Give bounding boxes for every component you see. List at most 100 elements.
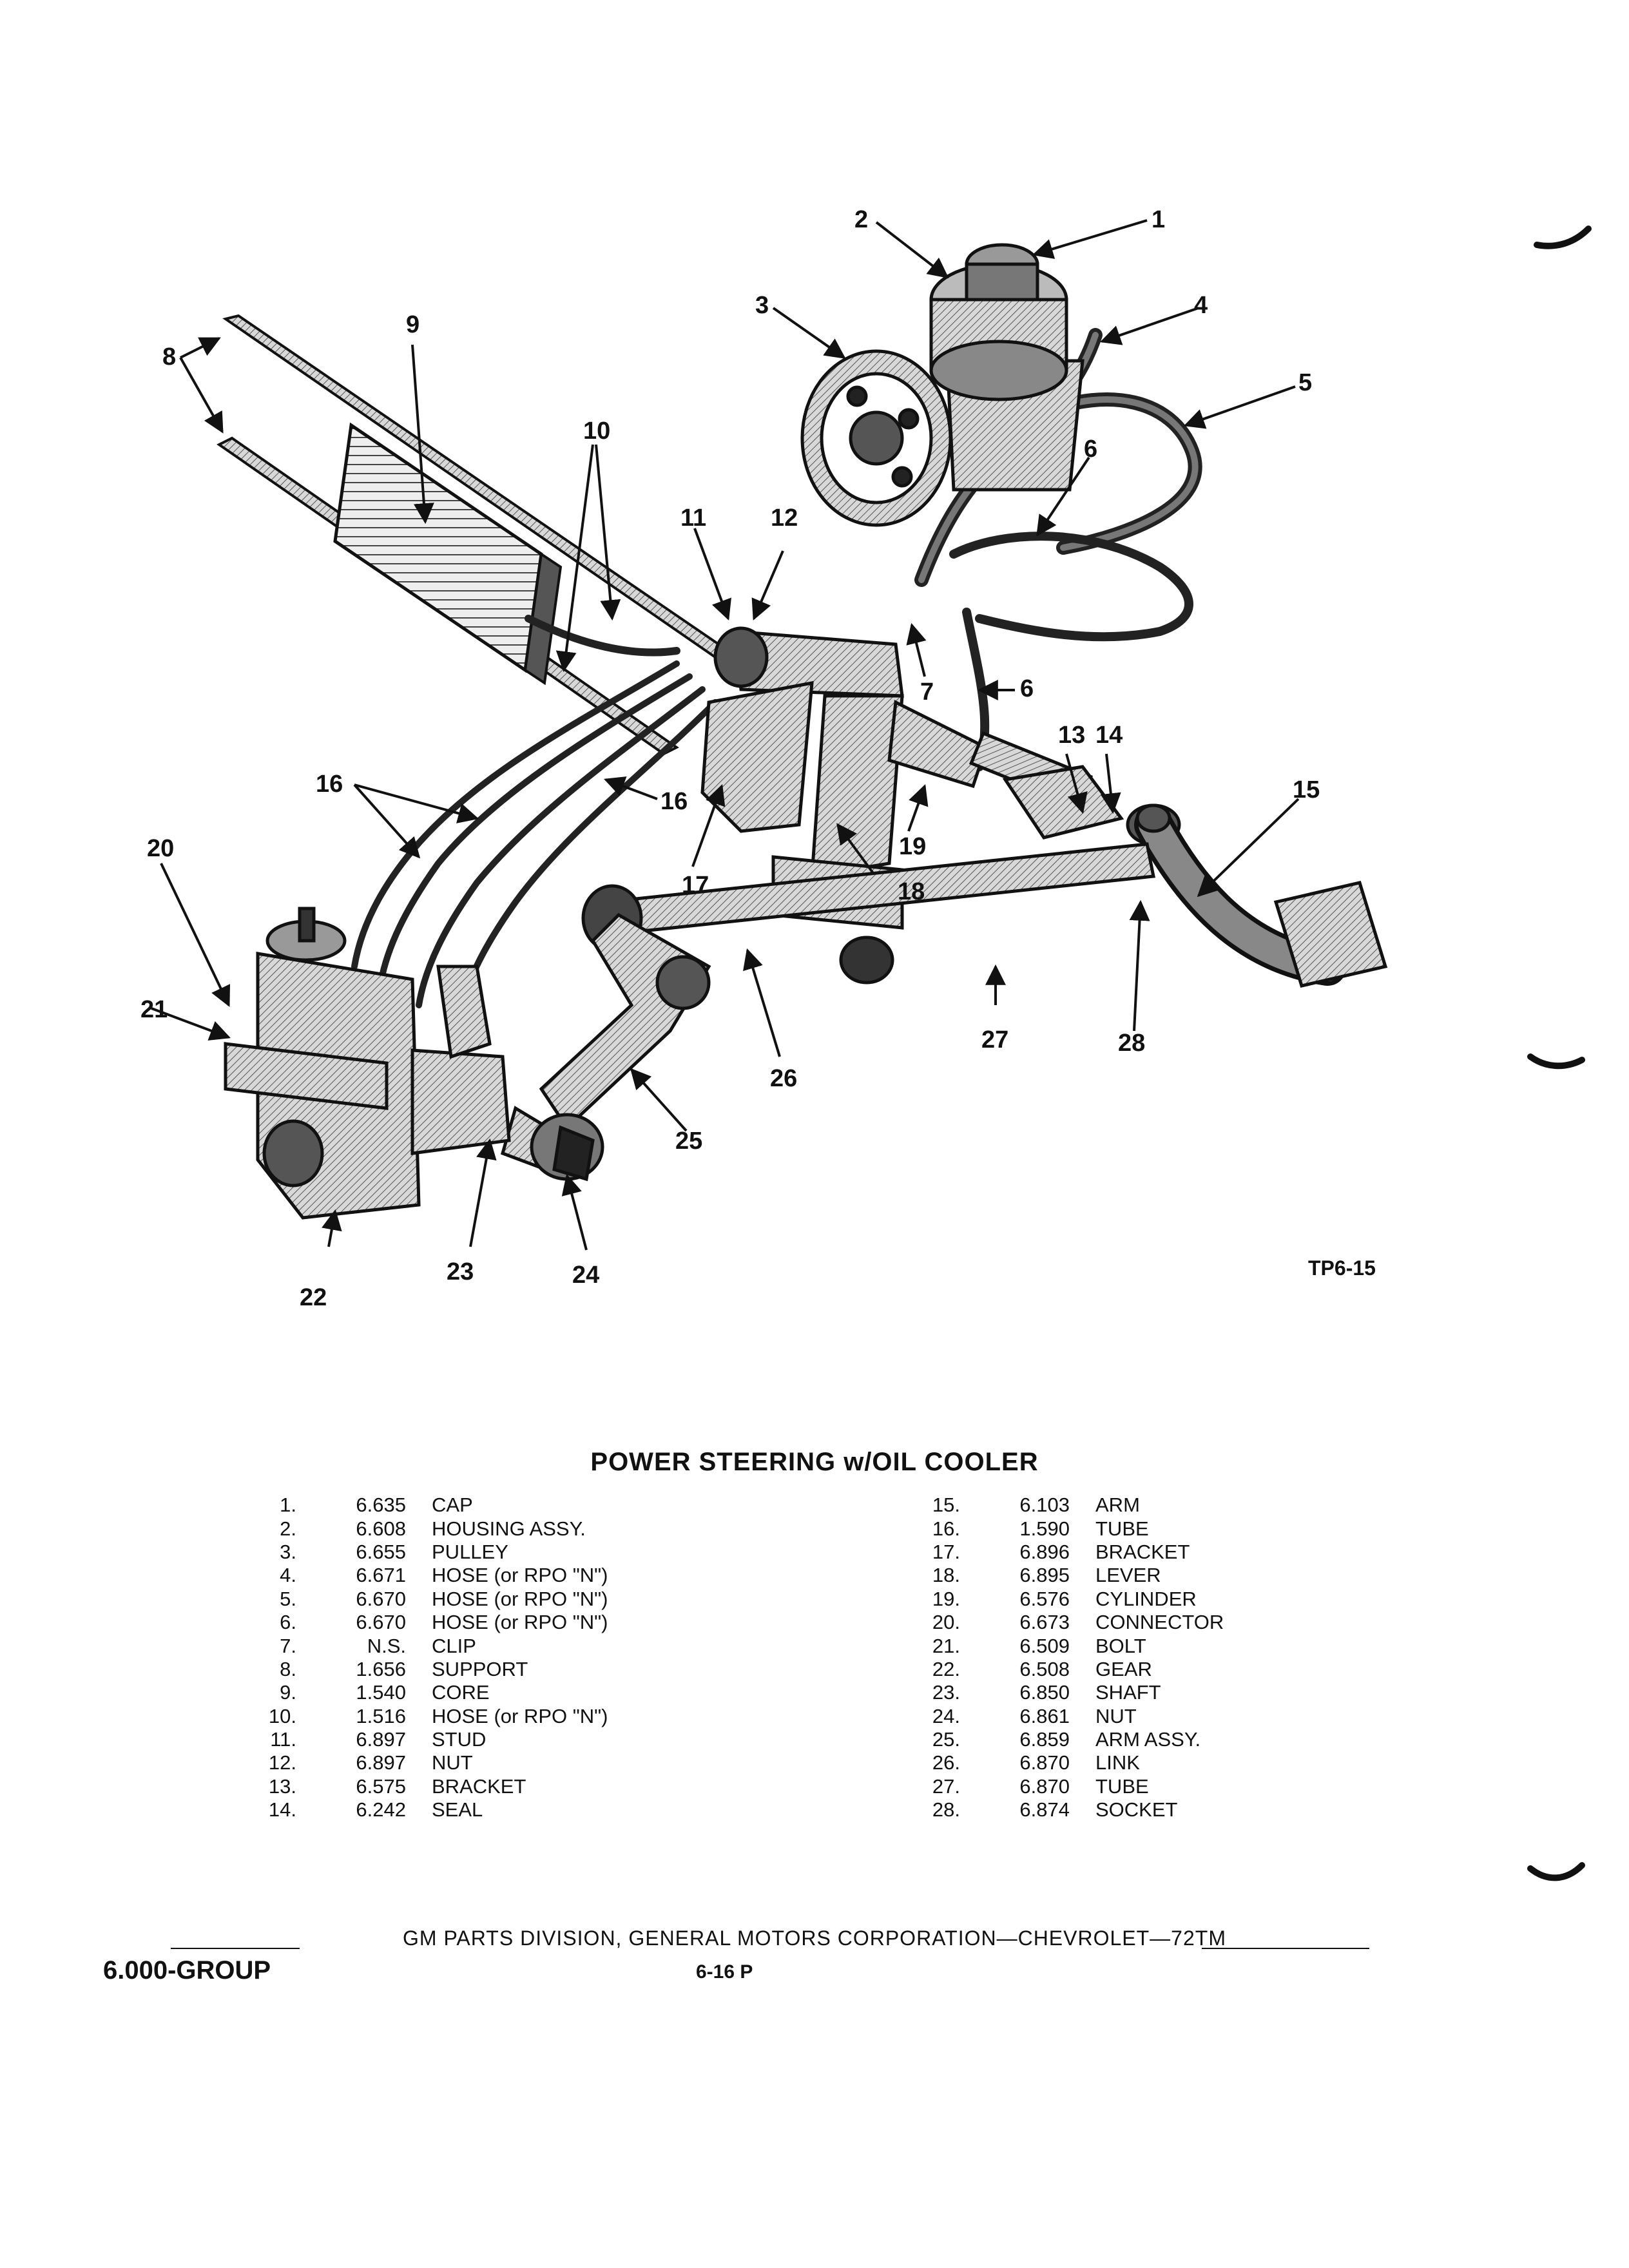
callout-20: 20	[147, 835, 175, 862]
publisher-line: GM PARTS DIVISION, GENERAL MOTORS CORPOR…	[403, 1927, 1226, 1950]
callout-17: 17	[682, 872, 709, 899]
item-number: 7.	[280, 1634, 296, 1657]
pump-assembly	[800, 243, 1084, 527]
callout-15: 15	[1293, 776, 1320, 803]
item-number: 26.	[932, 1751, 960, 1774]
item-number: 12.	[268, 1751, 296, 1774]
steering-gear	[224, 907, 604, 1220]
callout-18: 18	[898, 878, 925, 905]
item-number: 20.	[932, 1611, 960, 1634]
list-item: 7. N.S. CLIP	[245, 1634, 608, 1657]
group-code: 6.575	[356, 1774, 406, 1798]
group-code: 1.590	[1019, 1517, 1070, 1540]
part-name: NUT	[1095, 1704, 1137, 1727]
steering-arm	[1134, 803, 1388, 988]
group-code: 6.897	[356, 1751, 406, 1774]
part-name: PULLEY	[432, 1540, 508, 1563]
item-number: 19.	[932, 1587, 960, 1610]
list-item: 6. 6.670 HOSE (or RPO "N")	[245, 1611, 608, 1634]
item-number: 21.	[932, 1634, 960, 1657]
callout-9: 9	[406, 311, 420, 338]
callout-2: 2	[854, 206, 869, 233]
callout-3: 3	[755, 292, 769, 319]
part-name: CLIP	[432, 1634, 476, 1657]
item-number: 13.	[268, 1774, 296, 1798]
part-name: HOUSING ASSY.	[432, 1517, 586, 1540]
part-name: HOSE (or RPO "N")	[432, 1704, 608, 1727]
callout-23: 23	[447, 1258, 474, 1285]
part-name: STUD	[432, 1728, 487, 1751]
part-name: ARM	[1095, 1494, 1140, 1517]
group-code: 6.509	[1019, 1634, 1070, 1657]
callout-26: 26	[770, 1065, 798, 1092]
figure-code: TP6-15	[1308, 1256, 1376, 1280]
item-number: 25.	[932, 1728, 960, 1751]
margin-mark	[1527, 1862, 1585, 1881]
callout-27: 27	[981, 1026, 1009, 1053]
part-name: HOSE (or RPO "N")	[432, 1611, 608, 1634]
group-code: 6.870	[1019, 1751, 1070, 1774]
item-number: 4.	[280, 1564, 296, 1587]
part-name: LINK	[1095, 1751, 1140, 1774]
margin-mark	[1534, 226, 1592, 249]
item-number: 18.	[932, 1564, 960, 1587]
item-number: 22.	[932, 1657, 960, 1680]
part-name: HOSE (or RPO "N")	[432, 1587, 608, 1610]
callout-16-right: 16	[660, 788, 688, 815]
part-name: CONNECTOR	[1095, 1611, 1224, 1634]
callout-14: 14	[1095, 722, 1123, 749]
group-code: 6.870	[1019, 1774, 1070, 1798]
callout-16-left: 16	[316, 771, 343, 798]
list-item: 12. 6.897 NUT	[245, 1751, 608, 1774]
callout-11: 11	[680, 505, 707, 532]
callout-6-lower: 6	[1020, 675, 1034, 702]
footer-rule-right	[1202, 1948, 1369, 1949]
item-number: 23.	[932, 1681, 960, 1704]
group-code: 6.576	[1019, 1587, 1070, 1610]
item-number: 16.	[932, 1517, 960, 1540]
item-number: 28.	[932, 1798, 960, 1821]
exploded-view-drawing	[151, 219, 1388, 1251]
callout-24: 24	[572, 1262, 600, 1289]
group-code: 6.103	[1019, 1494, 1070, 1517]
list-item: 23. 6.850 SHAFT	[909, 1681, 1224, 1704]
part-name: NUT	[432, 1751, 473, 1774]
group-code: 6.850	[1019, 1681, 1070, 1704]
callout-arrows	[151, 219, 1300, 1251]
group-code: 6.670	[356, 1611, 406, 1634]
callout-10: 10	[583, 418, 611, 445]
part-name: SHAFT	[1095, 1681, 1161, 1704]
item-number: 15.	[932, 1494, 960, 1517]
group-code: 6.635	[356, 1494, 406, 1517]
callout-22: 22	[300, 1284, 327, 1311]
part-name: LEVER	[1095, 1564, 1161, 1587]
group-code: 6.896	[1019, 1540, 1070, 1563]
item-number: 6.	[280, 1611, 296, 1634]
item-number: 1.	[280, 1494, 296, 1517]
part-name: SEAL	[432, 1798, 483, 1821]
part-name: BRACKET	[432, 1774, 526, 1798]
part-name: TUBE	[1095, 1517, 1149, 1540]
page-number: 6-16 P	[696, 1961, 753, 1983]
callout-13: 13	[1058, 722, 1086, 749]
group-code: 6.874	[1019, 1798, 1070, 1821]
group-label: 6.000-GROUP	[103, 1956, 271, 1984]
group-code: N.S.	[367, 1634, 406, 1657]
callout-6-upper: 6	[1084, 436, 1098, 463]
